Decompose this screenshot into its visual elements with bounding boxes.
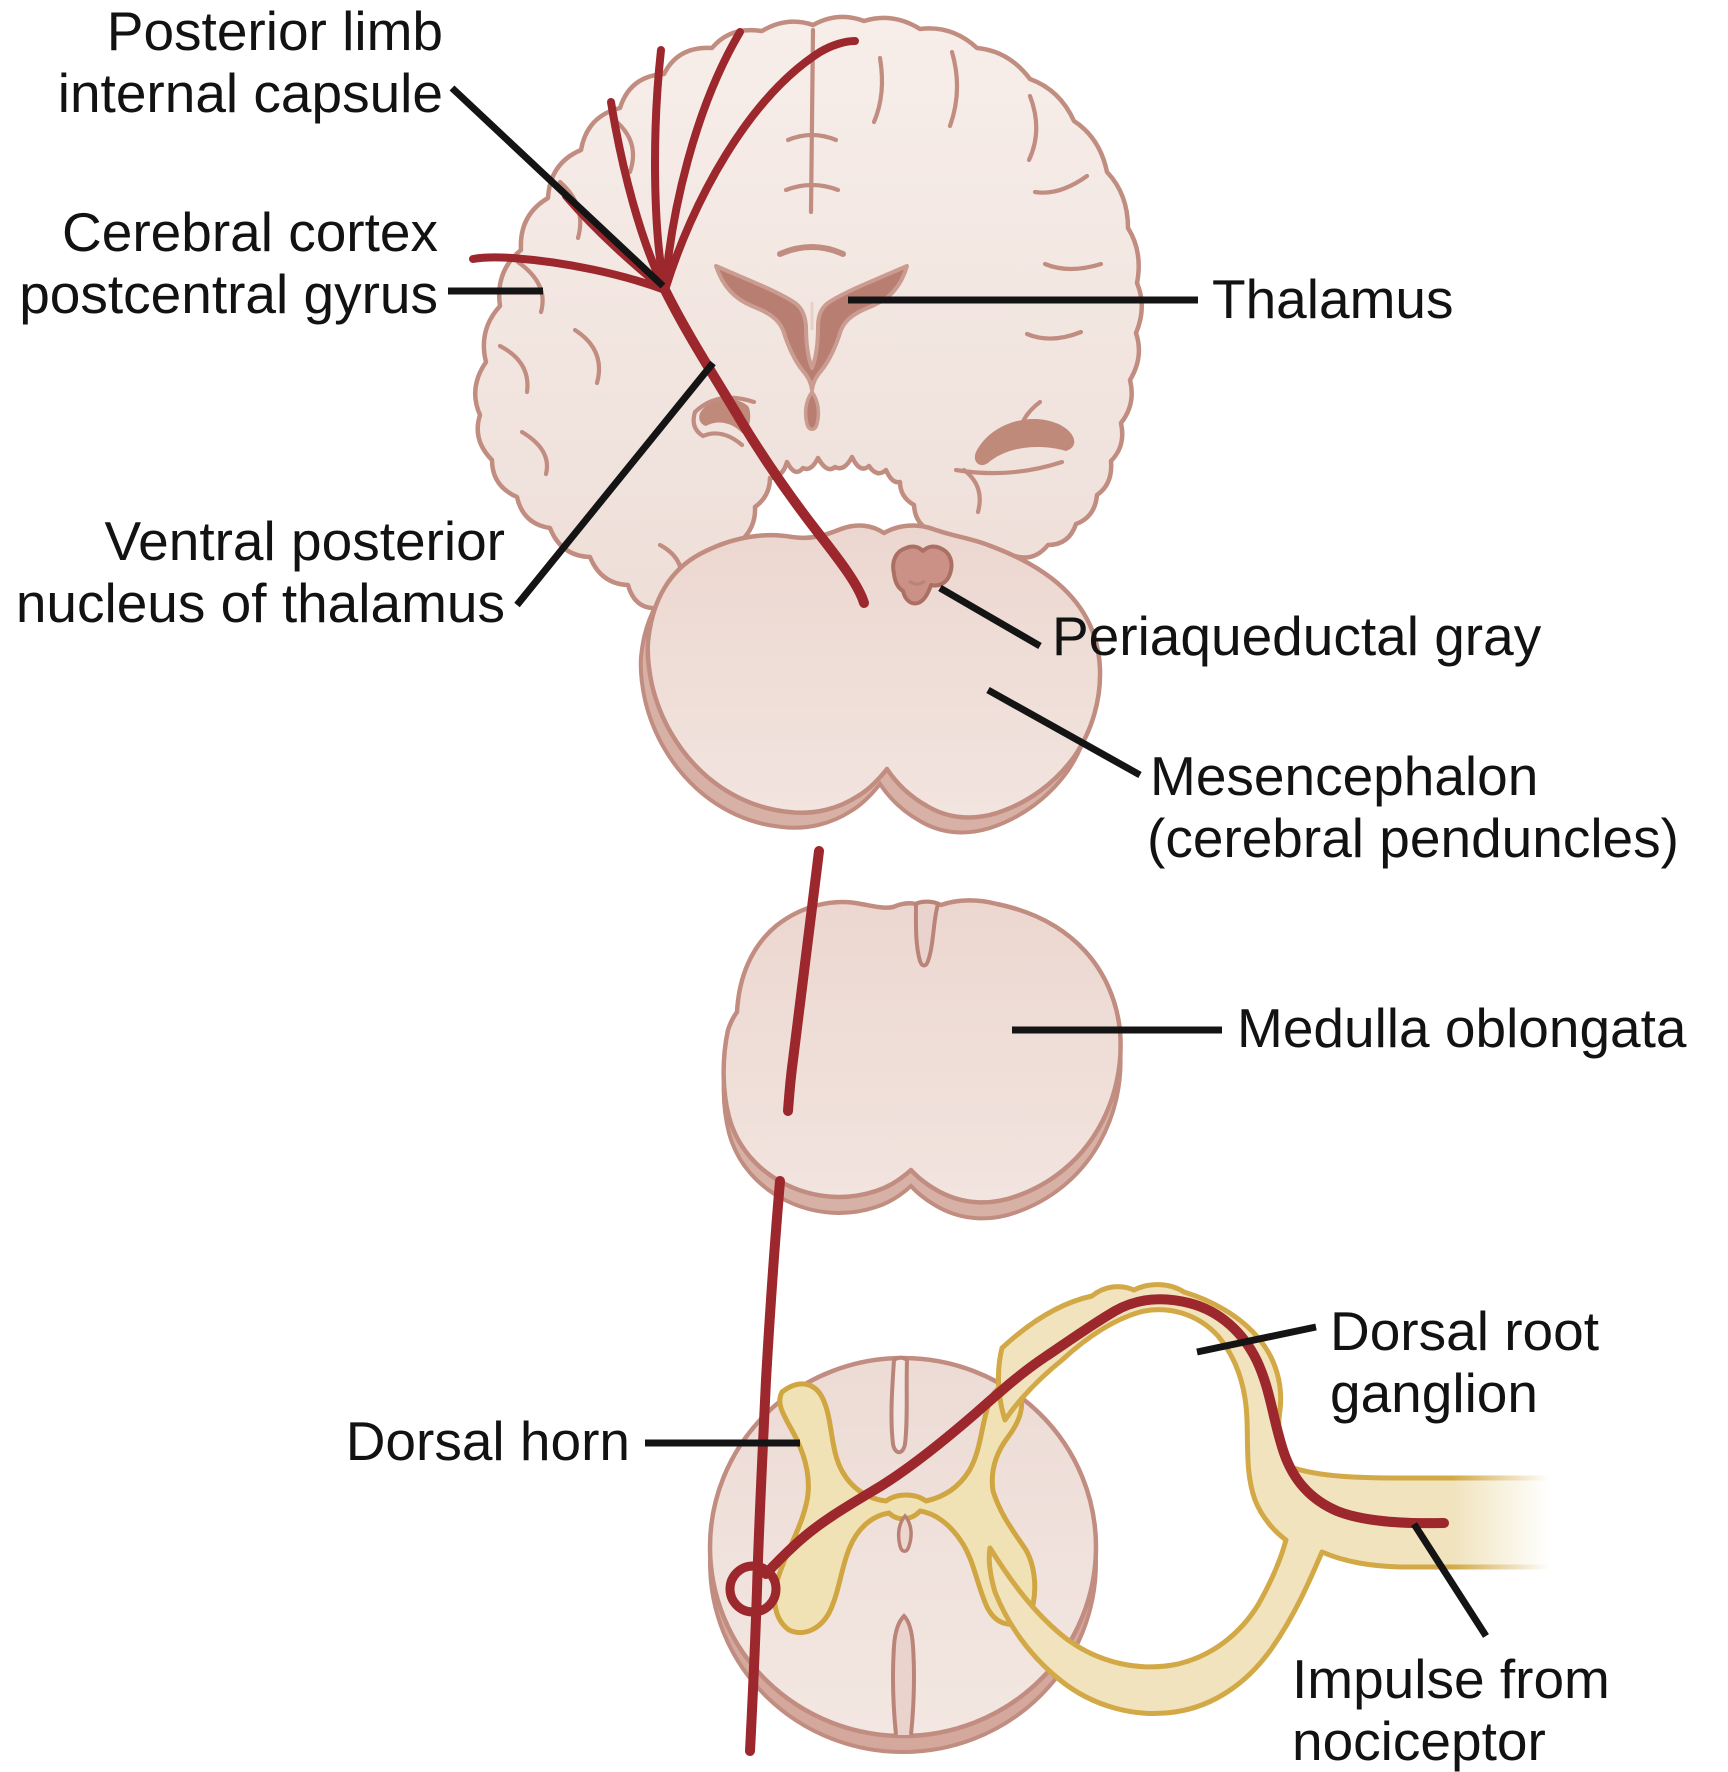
label-posterior-limb-2: internal capsule [58, 62, 443, 124]
leader-mesencephalon [986, 686, 1142, 779]
central-canal [896, 1513, 913, 1553]
ascending-tract-line [745, 1176, 785, 1756]
periaqueductal-gray-structure [891, 544, 954, 606]
third-ventricle-drop [803, 389, 821, 431]
tract-branch-3 [607, 98, 669, 294]
dorsal-root-ganglion-nerve [986, 1282, 1565, 1717]
leader-posterior-limb [449, 85, 666, 289]
label-impulse-1: Impulse from [1292, 1648, 1610, 1710]
tract-branch-6 [661, 37, 859, 294]
cerebrum-outline [472, 14, 1144, 622]
nerve-fade [1452, 1458, 1582, 1588]
label-ventral-posterior-1: Ventral posterior [105, 510, 506, 572]
label-dorsal-horn: Dorsal horn [346, 1410, 630, 1472]
nerve-roots-and-trunk [986, 1282, 1565, 1717]
tract-through-medulla [783, 846, 824, 1116]
leader-dorsal-root [1196, 1323, 1317, 1356]
label-cerebral-cortex-1: Cerebral cortex [62, 201, 438, 263]
label-cerebral-cortex-2: postcentral gyrus [19, 263, 438, 325]
label-mesencephalon-1: Mesencephalon [1150, 745, 1538, 807]
label-ventral-posterior-2: nucleus of thalamus [16, 572, 505, 634]
leader-ventral-posterior [514, 360, 716, 608]
tract-branch-4 [651, 46, 669, 294]
spinal-cord-section [707, 1355, 1099, 1754]
spinothalamic-tract-cortical-radiations [469, 28, 869, 608]
label-dorsal-root-1: Dorsal root [1330, 1300, 1599, 1362]
hippocampus-right [953, 418, 1075, 476]
dorsal-median-sulcus [889, 1355, 910, 1455]
mesencephalon-section [638, 523, 1103, 835]
tract-trunk-to-midbrain [660, 285, 869, 608]
leader-impulse [1411, 1522, 1489, 1638]
labels: Posterior limb internal capsule Cerebral… [16, 0, 1687, 1772]
tract-branch-5 [661, 28, 744, 294]
label-dorsal-root-2: ganglion [1330, 1362, 1538, 1424]
label-periaqueductal: Periaqueductal gray [1052, 605, 1542, 667]
label-impulse-2: nociceptor [1292, 1710, 1546, 1772]
leader-periaqueductal [938, 584, 1042, 650]
label-mesencephalon-2: (cerebral penduncles) [1147, 807, 1679, 869]
ventral-median-fissure [890, 1613, 917, 1736]
tract-branch-postcentral [469, 253, 669, 294]
medulla-dorsal-notch [913, 899, 941, 968]
afferent-fiber [761, 1294, 1449, 1579]
mesencephalon-body [645, 523, 1103, 820]
label-posterior-limb-1: Posterior limb [107, 0, 443, 62]
leader-lines [448, 85, 1489, 1638]
label-medulla: Medulla oblongata [1237, 997, 1687, 1059]
synapse-loop [725, 1561, 781, 1617]
label-thalamus: Thalamus [1212, 268, 1453, 330]
medulla-section [721, 898, 1123, 1221]
